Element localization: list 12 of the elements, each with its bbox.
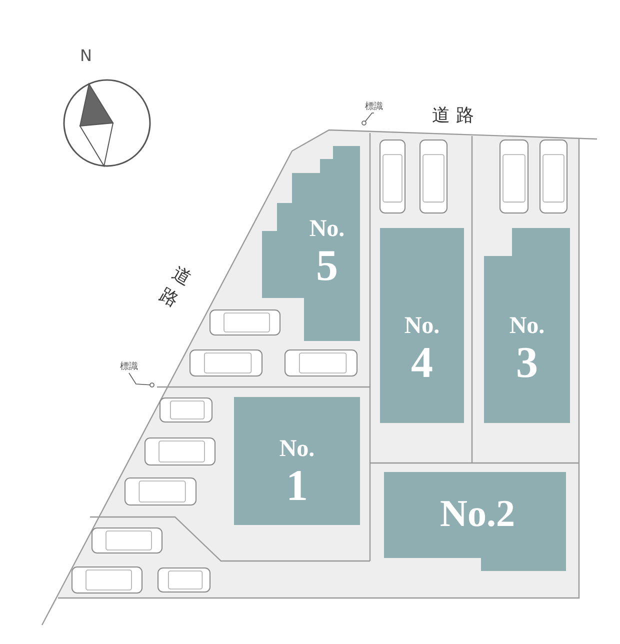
north-label: N <box>80 46 92 65</box>
lot-number: No. 1 <box>278 435 316 508</box>
lot-number: No. 3 <box>508 312 546 385</box>
lot-number: No. 4 <box>403 312 441 385</box>
road-label: 道路 <box>154 262 196 314</box>
lot-number: No.2 <box>440 495 515 533</box>
leader-line <box>128 372 154 388</box>
sign-label: 標識 <box>365 100 383 113</box>
sign-label: 標識 <box>120 360 138 373</box>
road-label: 道路 <box>432 104 480 127</box>
lot-number: No. 5 <box>308 215 346 288</box>
leader-line <box>362 112 374 126</box>
